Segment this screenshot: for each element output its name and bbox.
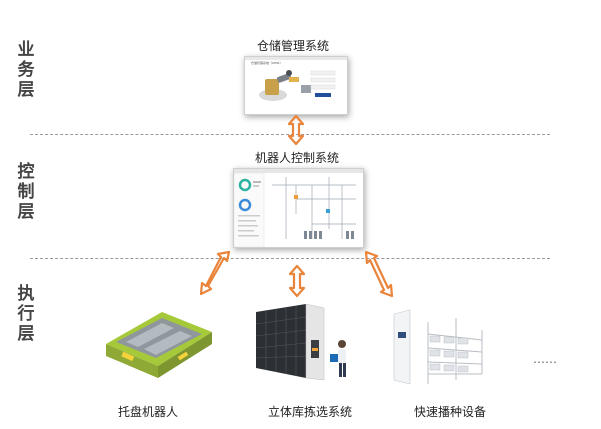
- rcs-screenshot: [233, 168, 364, 248]
- layer-label-business: 业 务 层: [14, 40, 38, 100]
- wms-screenshot: 仓储管理系统（WMS）: [244, 56, 348, 115]
- layer-divider-top: [30, 134, 550, 135]
- asrs-caption: 立体库拣选系统: [268, 405, 353, 419]
- layer-char: 层: [17, 324, 35, 344]
- layer-char: 行: [17, 304, 35, 324]
- layer-label-execution: 执 行 层: [14, 284, 38, 344]
- layer-char: 层: [17, 202, 35, 222]
- layer-char: 层: [17, 80, 35, 100]
- wms-rcs-double-arrow: [287, 114, 305, 146]
- sowing-equipment-image: [393, 309, 483, 385]
- layer-char: 务: [17, 60, 35, 80]
- sowing-equipment-caption: 快速播种设备: [414, 405, 487, 419]
- asrs-image: [255, 303, 346, 381]
- pallet-robot-image: [106, 312, 212, 378]
- rcs-screen-graphics: [234, 169, 363, 247]
- layer-label-control: 控 制 层: [14, 162, 38, 222]
- layer-divider-bottom: [30, 258, 550, 259]
- more-ellipsis: ……: [533, 352, 557, 366]
- layer-char: 制: [17, 182, 35, 202]
- layer-char: 执: [17, 284, 35, 304]
- wms-screen-header: 仓储管理系统（WMS）: [251, 61, 283, 65]
- rcs-asrs-double-arrow: [288, 264, 306, 298]
- wms-screen-graphics: [245, 57, 347, 101]
- rcs-title: 机器人控制系统: [255, 151, 340, 165]
- wms-title: 仓储管理系统: [257, 39, 330, 53]
- layer-char: 业: [17, 40, 35, 60]
- layer-char: 控: [17, 162, 35, 182]
- pallet-robot-caption: 托盘机器人: [118, 405, 179, 419]
